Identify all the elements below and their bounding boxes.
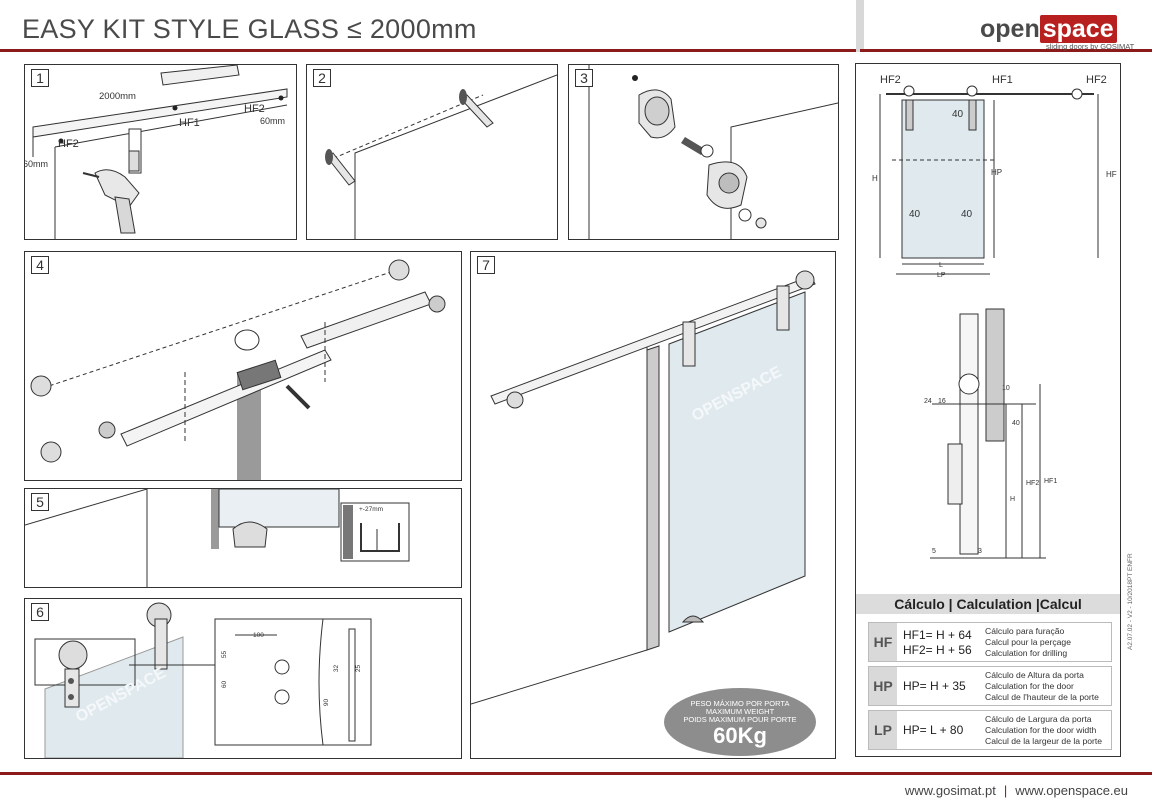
link-openspace[interactable]: www.openspace.eu	[1015, 783, 1128, 798]
weight-label-pt: PESO MÁXIMO POR PORTA	[690, 699, 790, 708]
step-number: 6	[31, 603, 49, 621]
dimensions-calculation-panel: HF2 HF1 HF2 40 H HP HF 40 40 L LP 24 16 …	[855, 63, 1121, 757]
side-hf2: HF2	[1026, 480, 1040, 487]
calc-label: LP	[869, 711, 897, 749]
step-number: 2	[313, 69, 331, 87]
step-number: 7	[477, 256, 495, 274]
step-3-panel: 3	[568, 64, 839, 240]
logo-subtitle: sliding doors by GOSIMAT	[1046, 42, 1135, 51]
step-6-illustration	[34, 602, 372, 758]
front-hf2-right: HF2	[1086, 74, 1107, 86]
calc-formula: HP= H + 35	[903, 679, 966, 693]
dim-32: 32	[333, 664, 341, 673]
dim-60mm-right: 60mm	[260, 116, 286, 126]
calc-formula: HP= L + 80	[903, 723, 964, 737]
front-hp: HP	[991, 168, 1003, 177]
calc-desc: Calcul de la largeur de la porte	[985, 736, 1103, 746]
side-dim-40: 40	[1012, 420, 1020, 427]
calc-desc: Cálculo de Largura da porta	[985, 714, 1092, 724]
side-dim-10: 10	[1002, 385, 1010, 392]
side-h: H	[1010, 496, 1016, 503]
step-5-panel: 5 +-27mm	[24, 488, 462, 588]
header-rule	[0, 49, 856, 52]
dim-25: 25	[355, 664, 363, 673]
front-dim-40-top: 40	[952, 109, 964, 120]
dim-60mm-left: 60mm	[24, 159, 49, 169]
calc-row-hp: HP HP= H + 35 Cálculo de Altura da porta…	[868, 666, 1112, 706]
technical-drawings	[879, 85, 1099, 559]
step-1-illustration	[32, 65, 288, 239]
hf2-right-label: HF2	[244, 103, 265, 115]
calc-row-lp: LP HP= L + 80 Cálculo de Largura da port…	[868, 710, 1112, 750]
tolerance-label: +-27mm	[359, 506, 384, 513]
front-l: L	[939, 262, 943, 269]
dim-100: 100	[253, 632, 264, 639]
footer-separator: |	[1003, 783, 1008, 798]
weight-label-en: MAXIMUM WEIGHT	[705, 707, 775, 716]
side-hf1: HF1	[1044, 478, 1058, 485]
dim-55: 55	[221, 650, 229, 659]
side-dim-5: 5	[932, 548, 936, 555]
weight-label-fr: POIDS MAXIMUM POUR PORTE	[683, 715, 797, 724]
document-code: A2.07.02 - V2 - 10/2018PT ENFR	[1127, 553, 1134, 650]
front-dim-40-left: 40	[909, 209, 921, 220]
header-rule-right	[860, 49, 1152, 52]
calc-formula: HF1= H + 64	[903, 628, 972, 642]
side-dim-3: 3	[978, 548, 982, 555]
calc-desc: Calculation for the door	[985, 681, 1074, 691]
calc-desc: Calculation for drilling	[985, 648, 1068, 658]
front-hf: HF	[1106, 170, 1117, 179]
step-number: 3	[575, 69, 593, 87]
dim-60: 60	[221, 680, 229, 689]
max-weight-badge: PESO MÁXIMO POR PORTA MAXIMUM WEIGHT POI…	[664, 688, 816, 756]
front-dim-40-right: 40	[961, 209, 973, 220]
footer-links: www.gosimat.pt | www.openspace.eu	[905, 783, 1128, 798]
step-3-illustration	[588, 65, 838, 239]
dim-2000mm: 2000mm	[99, 91, 136, 102]
logo-text-space: space	[1039, 15, 1117, 43]
calc-label: HF	[869, 623, 897, 661]
weight-value: 60Kg	[713, 723, 767, 748]
step-number: 4	[31, 256, 49, 274]
calc-row-hf: HF HF1= H + 64 HF2= H + 56 Cálculo para …	[868, 622, 1112, 662]
hf2-left-label: HF2	[58, 138, 79, 150]
front-lp: LP	[937, 272, 946, 279]
hf1-label: HF1	[179, 117, 200, 129]
calculation-heading: Cálculo | Calculation |Calcul	[856, 594, 1120, 614]
front-hf2-left: HF2	[880, 74, 901, 86]
calc-label: HP	[869, 667, 897, 705]
step-2-illustration	[325, 74, 557, 239]
step-number: 1	[31, 69, 49, 87]
calc-desc: Calculation for the door width	[985, 725, 1097, 735]
dim-90: 90	[323, 698, 331, 707]
calc-desc: Calcul de l'hauteur de la porte	[985, 692, 1099, 702]
step-number: 5	[31, 493, 49, 511]
step-6-panel: 6 OPENSPACE 100 55 60 32 25 90	[24, 598, 462, 759]
calc-formula: HF2= H + 56	[903, 643, 972, 657]
front-hf1: HF1	[992, 74, 1013, 86]
page-title: EASY KIT STYLE GLASS ≤ 2000mm	[22, 14, 477, 44]
header-separator	[856, 0, 864, 52]
calc-desc: Calcul pour la perçage	[985, 637, 1071, 647]
step-4-illustration	[30, 259, 446, 480]
calc-desc: Cálculo para furação	[985, 626, 1065, 636]
side-dim-24: 24	[924, 398, 932, 405]
step-4-panel: 4	[24, 251, 462, 481]
calc-desc: Cálculo de Altura da porta	[985, 670, 1084, 680]
step-1-panel: 1 2000mm HF1 HF2 60mm HF2 60mm	[24, 64, 297, 240]
step-7-panel: 7 OPENSPACE	[470, 251, 836, 759]
footer-rule	[0, 772, 1152, 775]
step-5-illustration	[25, 489, 410, 587]
front-h: H	[872, 174, 878, 183]
step-2-panel: 2	[306, 64, 558, 240]
link-gosimat[interactable]: www.gosimat.pt	[904, 783, 996, 798]
step-7-illustration	[471, 270, 816, 705]
side-dim-16: 16	[938, 398, 946, 405]
logo-text-open: open	[980, 15, 1040, 43]
